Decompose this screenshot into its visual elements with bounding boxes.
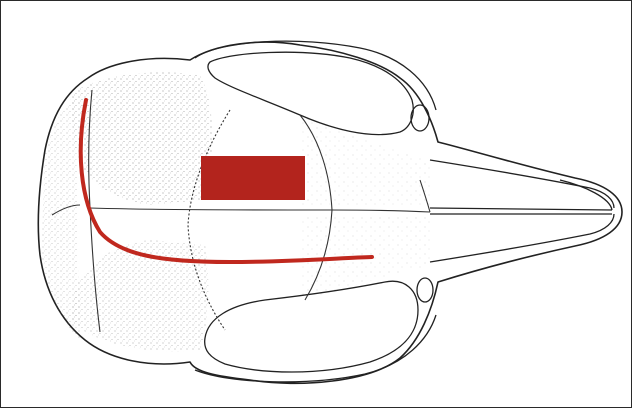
annotation-rectangle — [201, 156, 305, 200]
cranium-shading — [42, 72, 430, 351]
